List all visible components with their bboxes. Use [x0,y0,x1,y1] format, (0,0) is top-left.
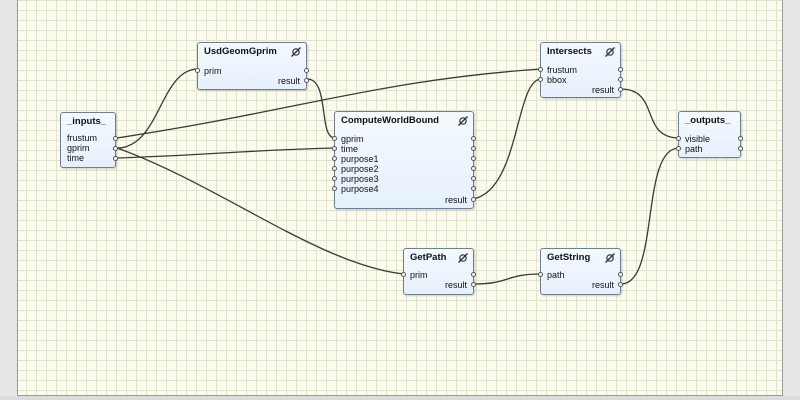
port-result: result [591,85,614,95]
node-title: ComputeWorldBound [341,115,439,126]
output-pin[interactable] [618,67,623,72]
output-pin[interactable] [618,87,623,92]
bottom-edge [0,396,800,400]
pin-slash-icon[interactable] [457,252,469,264]
output-pin[interactable] [618,272,623,277]
node-title: UsdGeomGprim [204,46,277,57]
input-pin[interactable] [195,68,200,73]
computeworldbound-node[interactable]: ComputeWorldBound gprim time purpose1 pu… [332,111,476,209]
node-title: GetString [547,252,591,263]
output-pin[interactable] [471,282,476,287]
port-result: result [591,280,614,290]
output-pin[interactable] [618,282,623,287]
input-pin[interactable] [332,176,337,181]
node-title: GetPath [410,252,447,263]
port-purpose3: purpose3 [341,174,379,184]
output-pin[interactable] [113,136,118,141]
port-path: path [685,144,703,154]
inputs-node[interactable]: _inputs_ frustum gprim time [60,112,118,168]
output-pin[interactable] [738,146,743,151]
output-pin[interactable] [304,78,309,83]
output-pin[interactable] [304,68,309,73]
pin-slash-icon[interactable] [604,252,616,264]
getstring-node[interactable]: GetString path result [538,248,623,295]
output-pin[interactable] [113,156,118,161]
output-pin[interactable] [113,146,118,151]
input-pin[interactable] [332,186,337,191]
input-pin[interactable] [332,166,337,171]
port-purpose4: purpose4 [341,184,379,194]
outputs-node[interactable]: _outputs_ visible path [676,111,743,158]
node-title: _inputs_ [67,116,107,127]
pin-slash-icon[interactable] [457,115,469,127]
port-visible: visible [685,134,711,144]
output-pin[interactable] [618,77,623,82]
usdgeomgprim-node[interactable]: UsdGeomGprim prim result [195,42,309,90]
output-pin[interactable] [738,136,743,141]
output-pin[interactable] [471,176,476,181]
node-title: Intersects [547,46,592,57]
port-purpose1: purpose1 [341,154,379,164]
port-prim: prim [204,66,222,76]
port-purpose2: purpose2 [341,164,379,174]
output-pin[interactable] [471,146,476,151]
node-title: _outputs_ [685,115,731,126]
input-pin[interactable] [676,146,681,151]
output-pin[interactable] [471,136,476,141]
pin-slash-icon[interactable] [290,46,302,58]
input-pin[interactable] [538,272,543,277]
intersects-node[interactable]: Intersects frustum bbox result [538,42,623,98]
port-result: result [444,195,467,205]
input-pin[interactable] [676,136,681,141]
output-pin[interactable] [471,156,476,161]
getpath-node[interactable]: GetPath prim result [401,248,476,295]
output-pin[interactable] [471,197,476,202]
input-pin[interactable] [401,272,406,277]
output-pin[interactable] [471,186,476,191]
port-time: time [67,153,85,163]
output-pin[interactable] [471,272,476,277]
port-time: time [341,144,359,154]
port-bbox: bbox [547,75,567,85]
input-pin[interactable] [538,67,543,72]
port-result: result [277,76,300,86]
port-prim: prim [410,270,428,280]
input-pin[interactable] [332,156,337,161]
port-gprim: gprim [341,134,364,144]
input-pin[interactable] [332,136,337,141]
input-pin[interactable] [538,77,543,82]
port-result: result [444,280,467,290]
port-frustum: frustum [67,133,98,143]
port-path: path [547,270,565,280]
output-pin[interactable] [471,166,476,171]
port-frustum: frustum [547,65,578,75]
input-pin[interactable] [332,146,337,151]
pin-slash-icon[interactable] [604,46,616,58]
port-gprim: gprim [67,143,90,153]
